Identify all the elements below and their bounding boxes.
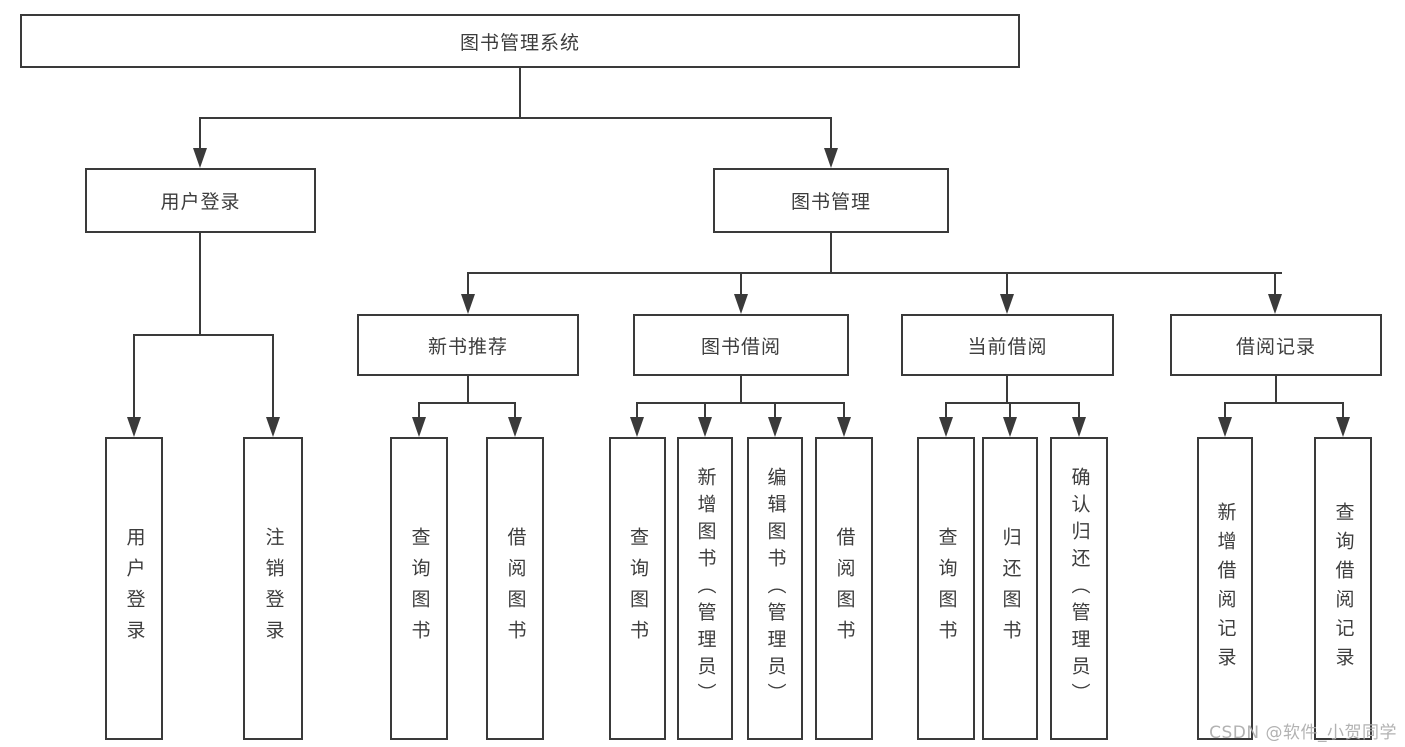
node-current-borrow-label: 当前借阅 (967, 335, 1048, 358)
connector-book-borrow-stem (740, 376, 742, 404)
node-new-book-rec-label: 新书推荐 (427, 335, 508, 358)
arrow-down-icon (824, 118, 838, 168)
node-leaf-borrow-books-rec: 借阅图书 (486, 437, 544, 740)
node-leaf-add-book-admin: 新增图书（管理员） (677, 437, 733, 740)
node-leaf-query-books-borrow: 查询图书 (609, 437, 666, 740)
node-leaf-user-login-label: 用户登录 (123, 526, 146, 651)
node-book-mgmt-label: 图书管理 (790, 191, 871, 213)
arrow-down-icon (461, 273, 475, 314)
node-book-mgmt: 图书管理 (713, 168, 949, 233)
node-root-label: 图书管理系统 (459, 31, 580, 54)
node-leaf-confirm-return-admin: 确认归还（管理员） (1050, 437, 1108, 740)
node-leaf-add-borrow-record-label: 新增借阅记录 (1214, 501, 1237, 676)
connector-new-book-rec-stem (467, 376, 469, 404)
connector-borrow-records-branch (1224, 402, 1344, 404)
node-leaf-query-books-borrow-label: 查询图书 (627, 526, 649, 651)
connector-user-login-stem (199, 233, 201, 335)
connector-borrow-records-stem (1275, 376, 1277, 404)
node-leaf-user-login: 用户登录 (105, 437, 163, 740)
node-leaf-edit-book-admin: 编辑图书（管理员） (747, 437, 803, 740)
arrow-down-icon (837, 403, 851, 437)
connector-new-book-rec-branch (418, 402, 516, 404)
node-borrow-records: 借阅记录 (1170, 314, 1382, 376)
arrow-down-icon (127, 335, 141, 437)
node-current-borrow: 当前借阅 (901, 314, 1114, 376)
arrow-down-icon (630, 403, 644, 437)
connector-current-borrow-stem (1006, 376, 1008, 404)
connector-root-branch (199, 117, 832, 119)
node-leaf-add-borrow-record: 新增借阅记录 (1197, 437, 1253, 740)
node-book-borrow-label: 图书借阅 (700, 335, 781, 358)
connector-book-borrow-branch (636, 402, 845, 404)
node-leaf-logout-label: 注销登录 (262, 526, 285, 651)
arrow-down-icon (508, 403, 522, 437)
node-leaf-borrow-books-borrow-label: 借阅图书 (833, 526, 856, 651)
node-leaf-query-borrow-record-label: 查询借阅记录 (1332, 501, 1355, 676)
arrow-down-icon (266, 335, 280, 437)
node-leaf-query-books-current-label: 查询图书 (935, 526, 958, 651)
arrow-down-icon (193, 118, 207, 168)
connector-root-stem (519, 68, 521, 118)
arrow-down-icon (1336, 403, 1350, 437)
node-leaf-add-book-admin-label: 新增图书（管理员） (694, 467, 717, 710)
node-user-login: 用户登录 (85, 168, 316, 233)
node-leaf-query-borrow-record: 查询借阅记录 (1314, 437, 1372, 740)
node-book-borrow: 图书借阅 (633, 314, 849, 376)
node-leaf-borrow-books-borrow: 借阅图书 (815, 437, 873, 740)
node-leaf-return-book-label: 归还图书 (999, 526, 1022, 651)
connector-book-mgmt-branch (467, 272, 1282, 274)
node-user-login-label: 用户登录 (160, 191, 241, 213)
node-leaf-query-books-rec: 查询图书 (390, 437, 448, 740)
arrow-down-icon (939, 403, 953, 437)
arrow-down-icon (734, 273, 748, 314)
connector-current-borrow-branch (945, 402, 1080, 404)
node-leaf-query-books-rec-label: 查询图书 (408, 526, 431, 651)
arrow-down-icon (698, 403, 712, 437)
connector-book-mgmt-stem (830, 233, 832, 273)
node-leaf-edit-book-admin-label: 编辑图书（管理员） (764, 467, 787, 710)
node-leaf-return-book: 归还图书 (982, 437, 1038, 740)
arrow-down-icon (768, 403, 782, 437)
node-leaf-query-books-current: 查询图书 (917, 437, 975, 740)
connector-user-login-branch (133, 334, 274, 336)
arrow-down-icon (1218, 403, 1232, 437)
node-leaf-borrow-books-rec-label: 借阅图书 (504, 526, 527, 651)
node-new-book-rec: 新书推荐 (357, 314, 579, 376)
arrow-down-icon (1003, 403, 1017, 437)
csdn-watermark: CSDN @软件_小贺同学 (1209, 723, 1397, 743)
arrow-down-icon (412, 403, 426, 437)
node-borrow-records-label: 借阅记录 (1235, 335, 1316, 358)
node-root: 图书管理系统 (20, 14, 1020, 68)
node-leaf-logout: 注销登录 (243, 437, 303, 740)
arrow-down-icon (1000, 273, 1014, 314)
arrow-down-icon (1072, 403, 1086, 437)
node-leaf-confirm-return-admin-label: 确认归还（管理员） (1068, 467, 1091, 710)
arrow-down-icon (1268, 273, 1282, 314)
